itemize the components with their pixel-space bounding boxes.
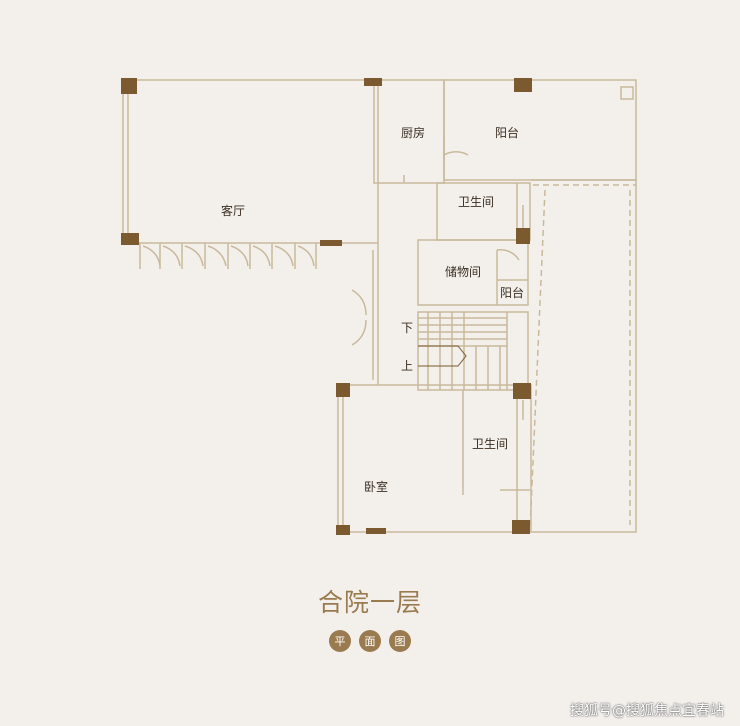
subtitle-char-1: 平 (329, 630, 351, 652)
storage-walls (417, 239, 529, 306)
stairs-up-label: 上 (401, 359, 413, 373)
room-label-bathroom-bottom: 卫生间 (472, 437, 508, 451)
terrace-dashed-line-left (529, 189, 546, 531)
balcony-top-fixture (620, 86, 634, 100)
room-label-balcony-top: 阳台 (495, 125, 519, 140)
subtitle-char-3: 图 (389, 630, 411, 652)
room-label-kitchen: 厨房 (401, 125, 425, 140)
staircase (417, 311, 529, 391)
room-label-balcony-small: 阳台 (500, 285, 524, 300)
floor-plan-drawing: 厨房 阳台 客厅 卫生间 储物间 阳台 下 上 卫生间 卧室 (121, 78, 637, 535)
room-label-bedroom: 卧室 (364, 479, 388, 494)
columns (121, 78, 532, 535)
watermark: 搜狐号@搜狐焦点宜春站 (570, 703, 724, 719)
walls (122, 79, 637, 533)
front-doors (139, 243, 317, 269)
room-label-living-room: 客厅 (221, 203, 245, 218)
room-label-bathroom-top: 卫生间 (458, 195, 494, 209)
plan-subtitle: 平 面 图 (0, 630, 740, 652)
terrace-walls (531, 179, 637, 533)
stairs-down-label: 下 (401, 321, 413, 335)
stair-arrow (418, 345, 467, 367)
balcony-top-walls (443, 79, 637, 181)
subtitle-char-2: 面 (359, 630, 381, 652)
plan-title: 合院一层 (317, 588, 422, 617)
bedroom-walls (337, 384, 532, 533)
room-label-storage: 储物间 (445, 264, 481, 279)
storage-door (496, 248, 520, 280)
room-labels: 厨房 阳台 客厅 卫生间 储物间 阳台 下 上 卫生间 卧室 (221, 125, 524, 494)
front-door-swings (142, 245, 315, 267)
kitchen-door-swing (443, 151, 469, 156)
living-room-walls (122, 79, 379, 244)
corridor-door (351, 289, 367, 346)
